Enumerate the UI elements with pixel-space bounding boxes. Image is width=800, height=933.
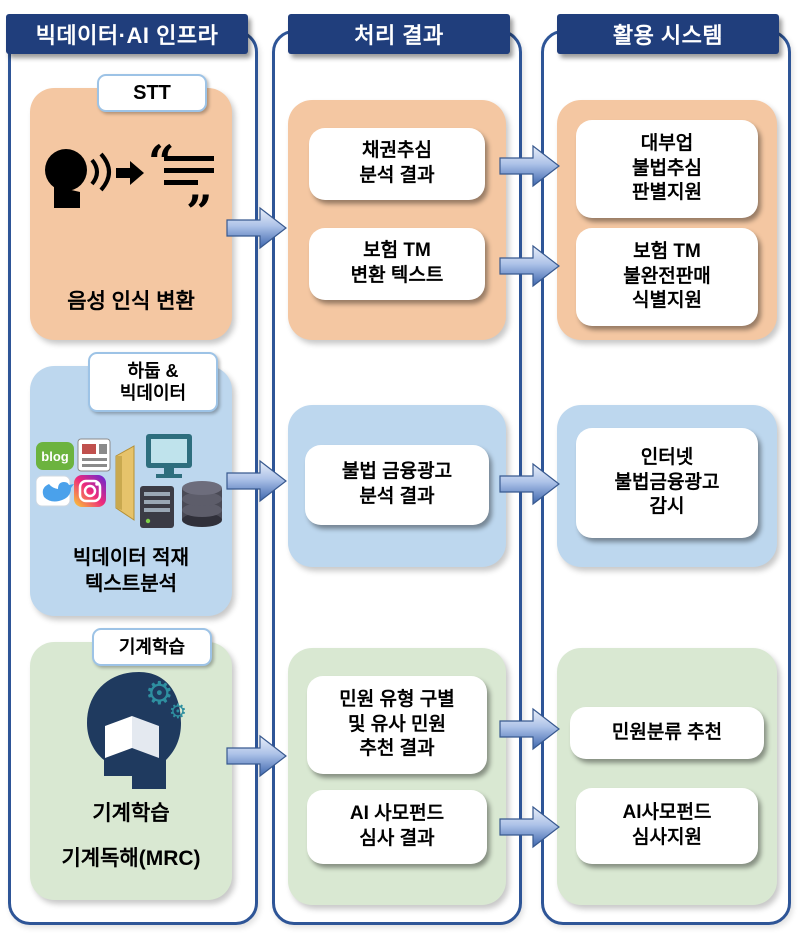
stt-infra-block bbox=[30, 88, 232, 340]
book-icon bbox=[105, 716, 159, 758]
stt-icon-group: “ ” bbox=[40, 135, 218, 240]
svg-text:⚙: ⚙ bbox=[169, 699, 187, 723]
svg-text:blog: blog bbox=[41, 449, 68, 464]
stt-tag: STT bbox=[97, 74, 207, 112]
stt-caption: 음성 인식 변환 bbox=[67, 290, 195, 313]
flow-arrow-ads-to-system bbox=[499, 462, 560, 506]
column-header-infra: 빅데이터·AI 인프라 bbox=[6, 14, 248, 54]
instagram-icon bbox=[74, 475, 106, 507]
transcript-icon: “ ” bbox=[148, 135, 214, 239]
svg-text:”: ” bbox=[186, 185, 212, 235]
result-box-complaint-type: 민원 유형 구별 및 유사 민원 추천 결과 bbox=[307, 676, 487, 774]
server-icon bbox=[140, 486, 174, 528]
bigdata-tag: 하둡 & 빅데이터 bbox=[88, 352, 218, 412]
result-box-ai-fund: AI 사모펀드 심사 결과 bbox=[307, 790, 487, 864]
column-header-results: 처리 결과 bbox=[288, 14, 510, 54]
flow-arrow-complaint-to-system bbox=[499, 707, 560, 751]
database-icon bbox=[182, 481, 222, 527]
flow-arrow-ml-to-results bbox=[226, 734, 287, 778]
speaking-head-icon bbox=[45, 149, 111, 208]
flow-arrow-debt-to-system bbox=[499, 144, 560, 188]
svg-text:⚙: ⚙ bbox=[145, 674, 174, 712]
twitter-icon bbox=[35, 475, 74, 507]
flow-arrow-stt-to-results bbox=[226, 206, 287, 250]
flow-arrow-tm-to-system bbox=[499, 244, 560, 288]
flow-arrow-bigdata-to-results bbox=[226, 459, 287, 503]
gear-icon: ⚙ ⚙ bbox=[145, 674, 187, 723]
monitor-icon bbox=[146, 434, 192, 478]
result-box-illegal-ads: 불법 금융광고 분석 결과 bbox=[305, 445, 489, 525]
system-box-ad-monitoring: 인터넷 불법금융광고 감시 bbox=[576, 428, 758, 538]
system-box-ai-fund-review: AI사모펀드 심사지원 bbox=[576, 788, 758, 864]
system-box-insurance-missale: 보험 TM 불완전판매 식별지원 bbox=[576, 228, 758, 326]
blog-icon: blog bbox=[36, 442, 74, 470]
result-box-debt-collection: 채권추심 분석 결과 bbox=[309, 128, 485, 200]
bigdata-caption: 빅데이터 적재 텍스트분석 bbox=[73, 547, 189, 595]
ml-caption-1: 기계학습 bbox=[92, 802, 170, 825]
flow-arrow-fund-to-system bbox=[499, 805, 560, 849]
folder-icon bbox=[115, 445, 135, 521]
news-icon bbox=[77, 438, 111, 472]
bigdata-icon-group: blog bbox=[35, 428, 226, 538]
arrow-icon bbox=[116, 161, 144, 185]
ml-systems-block bbox=[557, 648, 777, 905]
system-box-loan-collection: 대부업 불법추심 판별지원 bbox=[576, 120, 758, 218]
ml-caption-2: 기계독해(MRC) bbox=[61, 847, 201, 870]
result-box-insurance-tm: 보험 TM 변환 텍스트 bbox=[309, 228, 485, 300]
column-header-systems: 활용 시스템 bbox=[557, 14, 779, 54]
ml-tag: 기계학습 bbox=[92, 628, 212, 666]
system-box-complaint-classify: 민원분류 추천 bbox=[570, 707, 764, 759]
ml-icon-group: ⚙ ⚙ bbox=[61, 668, 201, 798]
